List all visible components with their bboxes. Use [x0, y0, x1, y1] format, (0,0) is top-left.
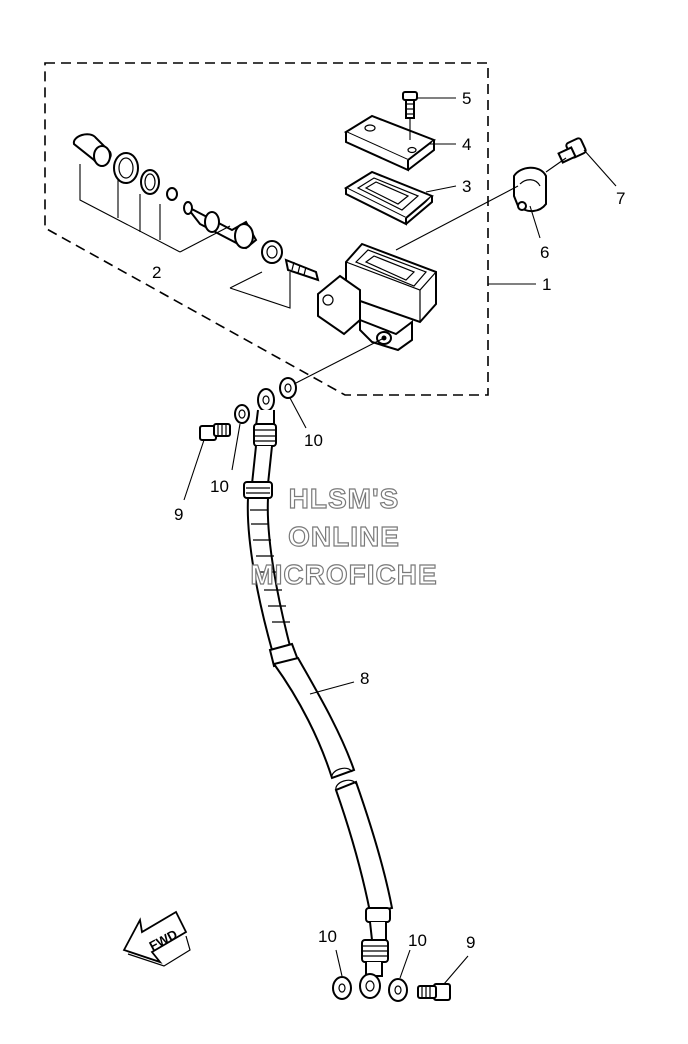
callout-labels: 5 4 3 7 6 1 2 10 10 9 8 10 10 9	[152, 89, 625, 952]
alignment-lines	[293, 118, 567, 385]
callout-4: 4	[462, 135, 471, 154]
watermark-line-1: HLSM'S	[289, 483, 400, 514]
callout-10-a: 10	[304, 431, 323, 450]
callout-9-b: 9	[466, 933, 475, 952]
part-7-bolt	[557, 137, 587, 164]
part-9-union-bolt-b	[417, 983, 451, 1001]
callout-10-d: 10	[408, 931, 427, 950]
callout-3: 3	[462, 177, 471, 196]
callout-5: 5	[462, 89, 471, 108]
callout-1: 1	[542, 275, 551, 294]
part-6-holder	[513, 166, 547, 212]
assembly-boundary	[44, 62, 489, 396]
fwd-arrow-icon: FWD	[122, 910, 191, 967]
watermark-line-3: MICROFICHE	[250, 559, 437, 590]
callout-9-a: 9	[174, 505, 183, 524]
callout-2: 2	[152, 263, 161, 282]
callout-leaders	[183, 97, 617, 985]
part-4-reservoir-cap	[343, 114, 437, 172]
watermark-line-2: ONLINE	[288, 521, 400, 552]
part-10-washer-a	[279, 377, 297, 399]
part-2-piston-kit	[72, 133, 320, 282]
watermark: HLSM'S ONLINE MICROFICHE	[250, 482, 438, 590]
callout-7: 7	[616, 189, 625, 208]
part-10-washer-c	[332, 976, 352, 1000]
part-10-washer-d	[388, 978, 408, 1002]
callout-6: 6	[540, 243, 549, 262]
part-1-master-cylinder	[317, 242, 437, 352]
part-2-bracket-lines	[79, 164, 291, 309]
part-10-washer-b	[234, 404, 250, 424]
part-9-union-bolt-a	[199, 423, 231, 441]
part-8-brake-hose	[243, 388, 394, 999]
part-5-screw	[402, 91, 418, 119]
callout-10-b: 10	[210, 477, 229, 496]
callout-10-c: 10	[318, 927, 337, 946]
callout-8: 8	[360, 669, 369, 688]
part-3-diaphragm	[343, 170, 434, 226]
